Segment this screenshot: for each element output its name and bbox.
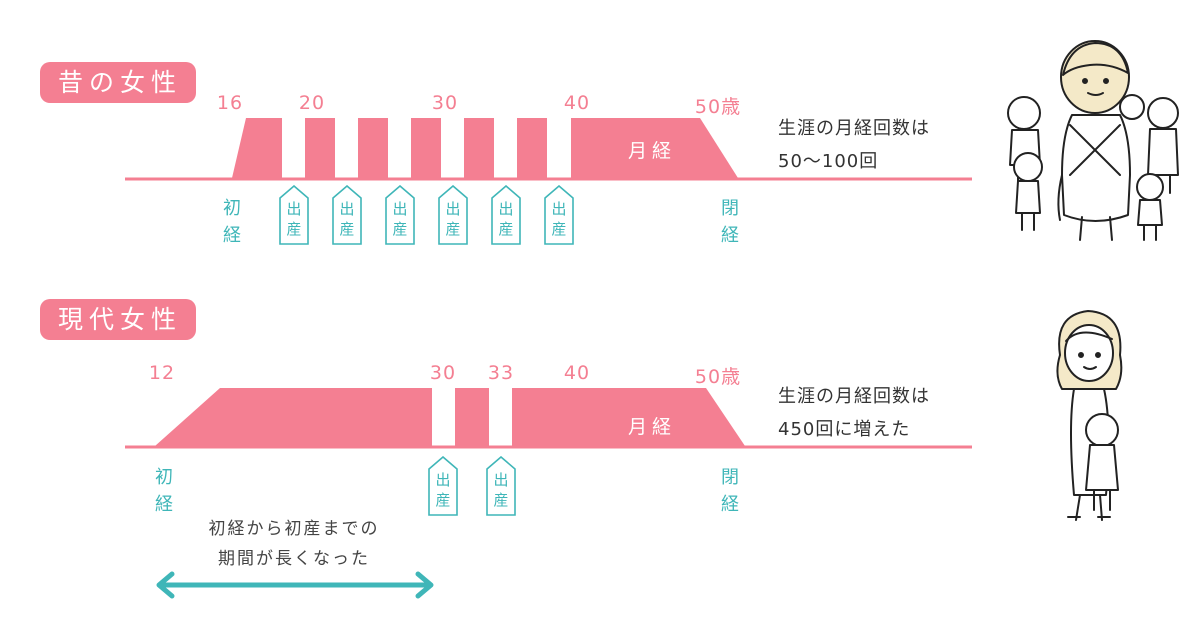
tick-label: 50歳	[694, 366, 742, 388]
interval-note: 初経から初産までの 期間が長くなった	[208, 519, 380, 569]
modern-summary: 生涯の月経回数は 450回に増えた	[778, 386, 930, 440]
tick-label: 30	[429, 362, 457, 384]
menstruation-timeline	[125, 388, 972, 449]
mother-with-children-illustration	[1007, 40, 1179, 241]
tick-label: 30	[431, 92, 459, 114]
birth-tag: 出産	[428, 456, 458, 516]
menarche-label: 初経	[223, 198, 241, 246]
period-block	[232, 118, 282, 178]
tick-label: 40	[563, 362, 591, 384]
period-block	[358, 118, 388, 178]
tick-label: 16	[216, 92, 244, 114]
period-block	[464, 118, 494, 178]
past-summary: 生涯の月経回数は 50〜100回	[778, 118, 930, 172]
period-block	[455, 388, 489, 446]
past-women-section: 昔の女性 16 20 30 40 50歳 月経 初経 閉経 出産 出産 出産	[0, 0, 1200, 270]
period-block	[155, 388, 432, 446]
tick-label: 40	[563, 92, 591, 114]
period-block	[517, 118, 547, 178]
menarche-label: 初経	[155, 467, 173, 515]
period-block	[411, 118, 441, 178]
period-block	[305, 118, 335, 178]
mother-with-child-illustration	[1056, 310, 1123, 521]
past-women-title: 昔の女性	[40, 62, 197, 103]
birth-tag: 出産	[486, 456, 516, 516]
tick-label: 50歳	[694, 96, 742, 118]
period-block	[571, 118, 738, 178]
birth-tag: 出産	[332, 185, 362, 245]
period-label: 月経	[628, 416, 677, 438]
menopause-label: 閉経	[721, 467, 739, 515]
tick-label: 33	[487, 362, 515, 384]
birth-tag: 出産	[544, 185, 574, 245]
modern-women-section: 現代女性 12 30 33 40 50歳 月経 初経 閉経 出産 出産 生涯の月…	[0, 280, 1200, 640]
birth-tag: 出産	[279, 185, 309, 245]
period-block	[512, 388, 745, 446]
double-arrow-icon	[156, 571, 434, 599]
modern-women-title: 現代女性	[40, 299, 197, 340]
tick-label: 12	[148, 362, 176, 384]
birth-tag: 出産	[491, 185, 521, 245]
period-label: 月経	[628, 140, 677, 162]
menopause-label: 閉経	[721, 198, 739, 246]
birth-tag: 出産	[438, 185, 468, 245]
menstruation-timeline	[125, 118, 972, 181]
birth-tag: 出産	[385, 185, 415, 245]
tick-label: 20	[298, 92, 326, 114]
